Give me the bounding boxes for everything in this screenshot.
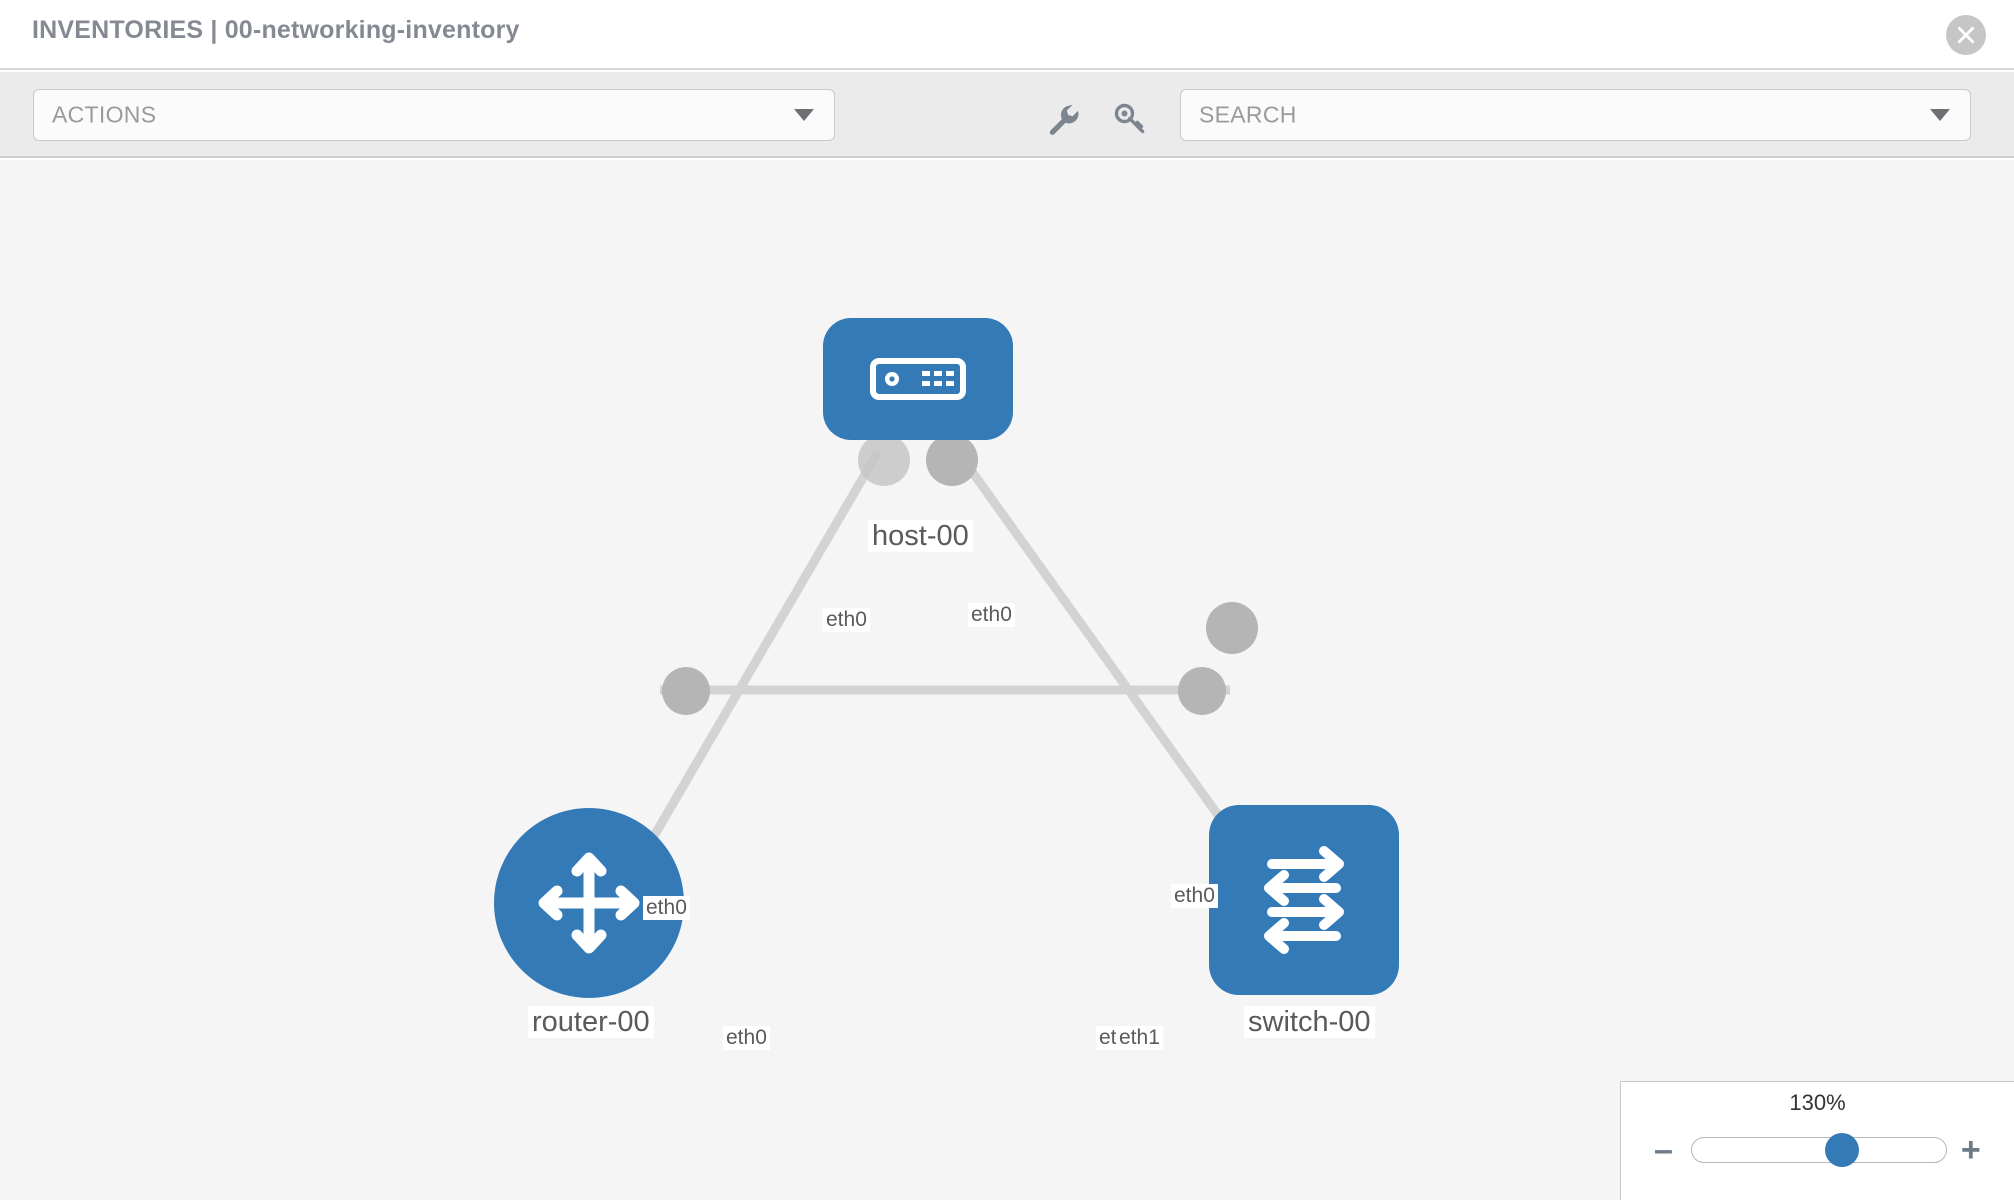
- topology-node-switch-00[interactable]: [1209, 805, 1399, 995]
- chevron-down-icon: [794, 109, 814, 121]
- page-title: INVENTORIES | 00-networking-inventory: [32, 16, 520, 44]
- topology-node-label-host-00: host-00: [868, 520, 973, 553]
- server-icon: [870, 358, 966, 400]
- zoom-in-button[interactable]: +: [1960, 1131, 1981, 1169]
- topology-links: [636, 434, 1258, 863]
- switch-icon: [1264, 846, 1344, 954]
- interface-label: eth0: [823, 608, 870, 633]
- key-icon[interactable]: [1113, 102, 1147, 136]
- zoom-slider[interactable]: [1690, 1133, 1947, 1167]
- zoom-out-button[interactable]: –: [1654, 1131, 1673, 1169]
- page-header: INVENTORIES | 00-networking-inventory: [0, 0, 2014, 70]
- chevron-down-icon: [1930, 109, 1950, 121]
- actions-dropdown-label: ACTIONS: [52, 101, 157, 128]
- zoom-control-panel: 130% – +: [1620, 1081, 2014, 1200]
- topology-node-host-00[interactable]: [823, 318, 1013, 440]
- interface-label: eth0: [968, 603, 1015, 628]
- topology-node-label-switch-00: switch-00: [1244, 1006, 1375, 1039]
- wrench-icon[interactable]: [1046, 102, 1080, 136]
- router-icon: [538, 852, 640, 954]
- close-icon[interactable]: [1946, 15, 1986, 55]
- zoom-slider-thumb[interactable]: [1824, 1133, 1859, 1167]
- topology-node-label-router-00: router-00: [528, 1006, 654, 1039]
- interface-label: eth0: [643, 896, 690, 921]
- zoom-level-value: 130%: [1789, 1090, 1846, 1115]
- interface-label: eth0: [1171, 884, 1218, 909]
- search-placeholder: SEARCH: [1199, 101, 1297, 128]
- interface-label: eth0: [723, 1026, 770, 1051]
- toolbar: ACTIONS SEARCH: [0, 72, 2014, 158]
- search-input[interactable]: SEARCH: [1180, 89, 1971, 141]
- zoom-slider-row: – +: [1621, 1130, 2014, 1170]
- interface-label: eth1: [1116, 1026, 1163, 1051]
- topology-canvas[interactable]: host-00 router-00: [0, 160, 2014, 1200]
- actions-dropdown[interactable]: ACTIONS: [33, 89, 835, 141]
